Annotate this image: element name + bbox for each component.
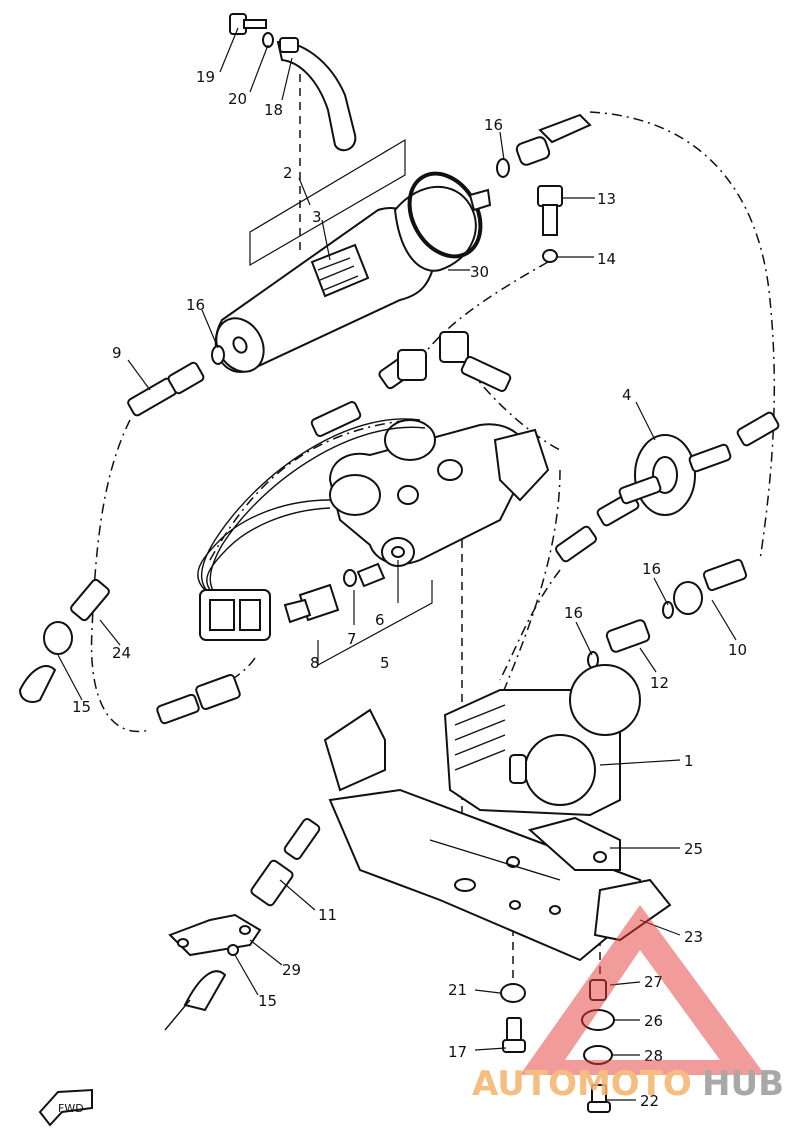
label-27: 27 — [644, 973, 663, 991]
label-20: 23 — [684, 928, 703, 946]
top-fittings — [496, 113, 592, 263]
label-9: 9 — [112, 344, 122, 362]
fitting-9 — [127, 345, 225, 417]
label-26: 26 — [644, 1012, 663, 1030]
label-7: 7 — [347, 630, 357, 648]
label-5: 5 — [380, 654, 390, 672]
label-12: 12 — [650, 674, 669, 692]
label-18: 21 — [448, 981, 467, 999]
label-25: 25 — [684, 840, 703, 858]
label-11: 11 — [318, 906, 337, 924]
label-16-top: 16 — [484, 116, 503, 134]
label-6: 6 — [375, 611, 385, 629]
clamp-assembly — [229, 13, 357, 152]
label-24: 24 — [112, 644, 131, 662]
label-15-left: 15 — [72, 698, 91, 716]
fwd-arrow-icon: FWD — [38, 1088, 93, 1127]
label-1: 1 — [684, 752, 694, 770]
label-17: 17 — [448, 1043, 467, 1061]
label-21: 18 — [264, 101, 283, 119]
label-4: 4 — [622, 386, 632, 404]
label-23: 20 — [228, 90, 247, 108]
label-16-mid: 16 — [564, 604, 583, 622]
label-8: 8 — [310, 654, 320, 672]
label-14: 14 — [597, 250, 616, 268]
label-3: 3 — [312, 208, 322, 226]
fitting-11 — [164, 818, 321, 1031]
pump-motor-1 — [443, 664, 641, 817]
watermark-word-part2: HUB — [702, 1064, 784, 1104]
label-16-right: 16 — [642, 560, 661, 578]
hoses — [156, 331, 780, 725]
label-19: 22 — [640, 1092, 659, 1110]
fitting-24 — [18, 578, 110, 703]
watermark-triangle-icon — [520, 905, 765, 1075]
label-16-left: 16 — [186, 296, 205, 314]
fittings-right — [587, 558, 748, 669]
label-15-bottom: 15 — [258, 992, 277, 1010]
wire-harness — [197, 418, 426, 641]
watermark-word-part1: AUTOMOTO — [472, 1064, 692, 1104]
label-2: 2 — [283, 164, 293, 182]
hydraulic-unit — [283, 419, 550, 624]
label-30: 30 — [470, 263, 489, 281]
fwd-text: FWD — [58, 1102, 84, 1115]
mounting-plate — [323, 708, 672, 962]
leader-lines — [57, 27, 737, 1101]
label-13: 13 — [597, 190, 616, 208]
label-22: 19 — [196, 68, 215, 86]
label-29: 29 — [282, 961, 301, 979]
automotohub-watermark: AUTOMOTO HUB — [472, 905, 784, 1104]
damper-4 — [618, 434, 732, 516]
hose-routing-lines — [90, 60, 776, 990]
label-10: 10 — [728, 641, 747, 659]
part-labels: 19 20 18 2 3 30 16 13 14 16 9 4 16 10 16… — [72, 68, 747, 1110]
